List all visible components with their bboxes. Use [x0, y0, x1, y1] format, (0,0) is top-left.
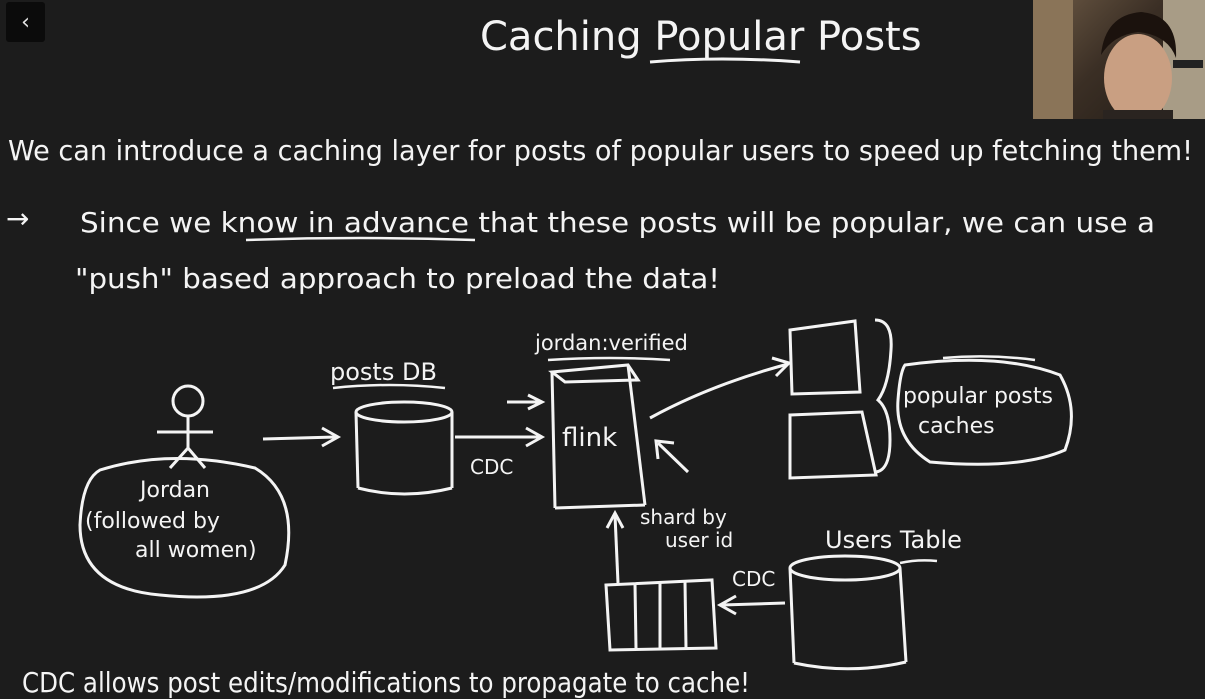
page-title: Caching Popular Posts [480, 14, 922, 60]
shard-label-2: user id [665, 528, 733, 552]
flink-box [548, 363, 647, 510]
posts-db-cylinder [354, 400, 454, 496]
note-line-2b: "push" based approach to preload the dat… [75, 262, 720, 295]
caches-bubble [896, 358, 1073, 466]
flink-label: flink [562, 423, 617, 453]
stick-figure-user [157, 384, 213, 470]
note-line-2a: Since we know in advance that these post… [80, 206, 1155, 239]
kafka-queue [604, 578, 718, 652]
arrow-into-flink [507, 393, 546, 411]
caches-bubble-top-stroke [942, 355, 1036, 362]
arrow-users-table-to-queue [716, 594, 786, 616]
posts-db-label: posts DB [330, 358, 437, 386]
user-bubble [78, 456, 291, 599]
arrow-posts-db-to-flink [455, 426, 546, 448]
chevron-left-icon: ‹ [21, 9, 30, 35]
shard-label-1: shard by [640, 505, 727, 529]
arrow-flink-to-caches [649, 356, 792, 420]
cdc-label-1: CDC [470, 455, 513, 479]
user-caption-2: all women) [135, 538, 257, 563]
users-table-underline [899, 559, 938, 565]
flink-tag-label: jordan:verified [534, 331, 688, 355]
cdc-label-2: CDC [732, 567, 775, 591]
arrow-bullet: → [6, 202, 29, 235]
cache-box-1 [788, 319, 862, 396]
arrow-queue-to-flink [605, 509, 625, 584]
know-in-advance-underline [245, 236, 476, 242]
caches-label-1: popular posts [903, 384, 1053, 409]
arrow-shard-to-flink [654, 439, 690, 474]
back-button[interactable]: ‹ [6, 2, 45, 42]
curly-brace [874, 318, 893, 474]
flink-tag-underline [547, 356, 671, 362]
user-name: Jordan [138, 478, 210, 503]
posts-db-underline [332, 383, 446, 390]
title-underline [649, 57, 801, 64]
users-table-label: Users Table [825, 526, 962, 554]
note-line-1: We can introduce a caching layer for pos… [8, 134, 1193, 167]
user-caption-1: (followed by [85, 509, 220, 534]
caches-label-2: caches [918, 414, 995, 439]
arrow-user-to-posts-db [262, 426, 342, 448]
users-table-cylinder [788, 554, 908, 671]
presenter-avatar [1033, 0, 1205, 119]
cache-box-2 [788, 410, 878, 480]
webcam-overlay [1033, 0, 1205, 119]
footer-note: CDC allows post edits/modifications to p… [22, 666, 750, 699]
